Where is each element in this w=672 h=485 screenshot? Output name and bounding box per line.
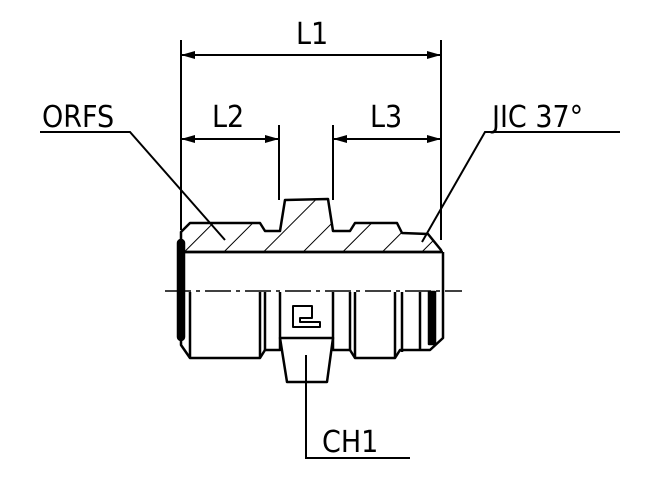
label-orfs: ORFS bbox=[42, 100, 114, 135]
label-l1: L1 bbox=[296, 17, 328, 52]
o-ring bbox=[176, 238, 186, 342]
brand-logo-icon bbox=[292, 305, 321, 328]
leader-ch1 bbox=[305, 355, 410, 459]
label-ch1: CH1 bbox=[322, 425, 378, 460]
jic-flare-mark bbox=[427, 290, 437, 346]
hex-outline bbox=[278, 337, 335, 384]
label-l2: L2 bbox=[212, 100, 244, 135]
leader-orfs bbox=[40, 131, 226, 241]
label-jic: JIC 37° bbox=[490, 100, 583, 135]
leader-jic bbox=[421, 131, 620, 243]
section-hatched-wall bbox=[179, 197, 443, 254]
label-l3: L3 bbox=[370, 100, 402, 135]
